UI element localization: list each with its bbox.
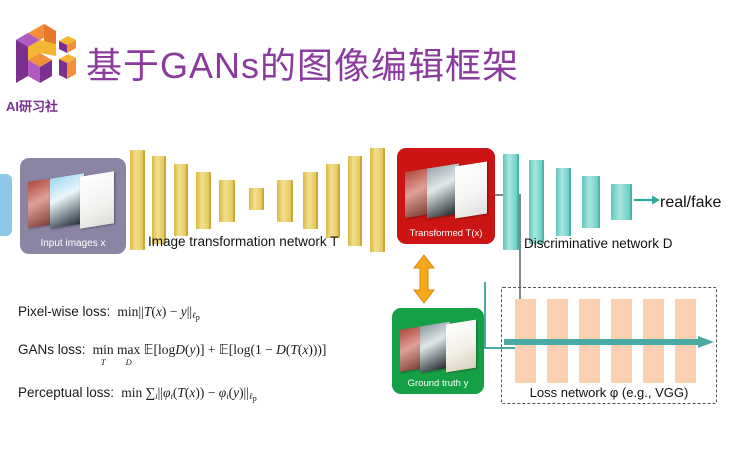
tnet-block	[196, 172, 211, 229]
equation-pixel-wise-loss: Pixel-wise loss: min||T(x) − y||ℓp	[18, 303, 200, 326]
tnet-block	[277, 180, 293, 222]
tnet-block	[370, 148, 385, 252]
connector-vertical-loss	[484, 282, 486, 349]
dnet-block	[611, 184, 632, 220]
dnet-block	[556, 168, 571, 236]
tnet-block	[219, 180, 235, 222]
equation-perceptual-loss: Perceptual loss: min ∑i||φi(T(x)) − φi(y…	[18, 384, 257, 407]
transformed-output-box: Transformed T(x)	[397, 148, 495, 244]
real-fake-output-label: real/fake	[660, 194, 722, 211]
equation-formula: min ∑i||φi(T(x)) − φi(y)||ℓp	[121, 385, 257, 403]
equation-label: GANs loss:	[18, 342, 86, 357]
tnet-block	[303, 172, 318, 229]
equation-label: Pixel-wise loss:	[18, 304, 111, 319]
slide-header: AI研习社 基于GANs的图像编辑框架	[0, 0, 740, 132]
tnet-block	[348, 156, 362, 246]
tnet-block	[130, 150, 145, 250]
logo-caption: AI研习社	[6, 99, 59, 114]
tnet-block	[152, 156, 166, 244]
dnet-block	[582, 176, 600, 228]
ai-yanxishe-logo-icon	[10, 18, 80, 88]
ground-truth-label: Ground truth y	[407, 378, 469, 389]
tnet-block	[326, 164, 340, 238]
page-title: 基于GANs的图像编辑框架	[86, 45, 520, 86]
discriminative-network-label: Discriminative network D	[524, 236, 673, 251]
equation-formula: min||T(x) − y||ℓp	[117, 304, 200, 322]
offscreen-blue-element	[0, 174, 12, 236]
arrow-right-icon	[634, 195, 660, 205]
input-images-label: Input images x	[40, 238, 106, 249]
ground-truth-box: Ground truth y	[392, 308, 484, 394]
vertical-double-arrow-icon	[412, 254, 436, 304]
loss-flow-arrow-icon	[504, 336, 714, 348]
tnet-block	[249, 188, 264, 210]
input-images-box: Input images x	[20, 158, 126, 254]
connector-vertical-d	[519, 194, 521, 354]
transform-network-label: Image transformation network T	[148, 234, 339, 249]
connector-groundtruth-to-loss	[484, 347, 520, 349]
architecture-diagram: Input images x Image transformation netw…	[0, 132, 740, 474]
loss-network-label: Loss network φ (e.g., VGG)	[529, 385, 689, 400]
tnet-block	[174, 164, 188, 236]
dnet-block	[503, 154, 519, 250]
equation-label: Perceptual loss:	[18, 385, 115, 400]
loss-network-box: Loss network φ (e.g., VGG)	[501, 287, 717, 404]
dnet-block	[529, 160, 544, 244]
transformed-label: Transformed T(x)	[409, 228, 483, 239]
